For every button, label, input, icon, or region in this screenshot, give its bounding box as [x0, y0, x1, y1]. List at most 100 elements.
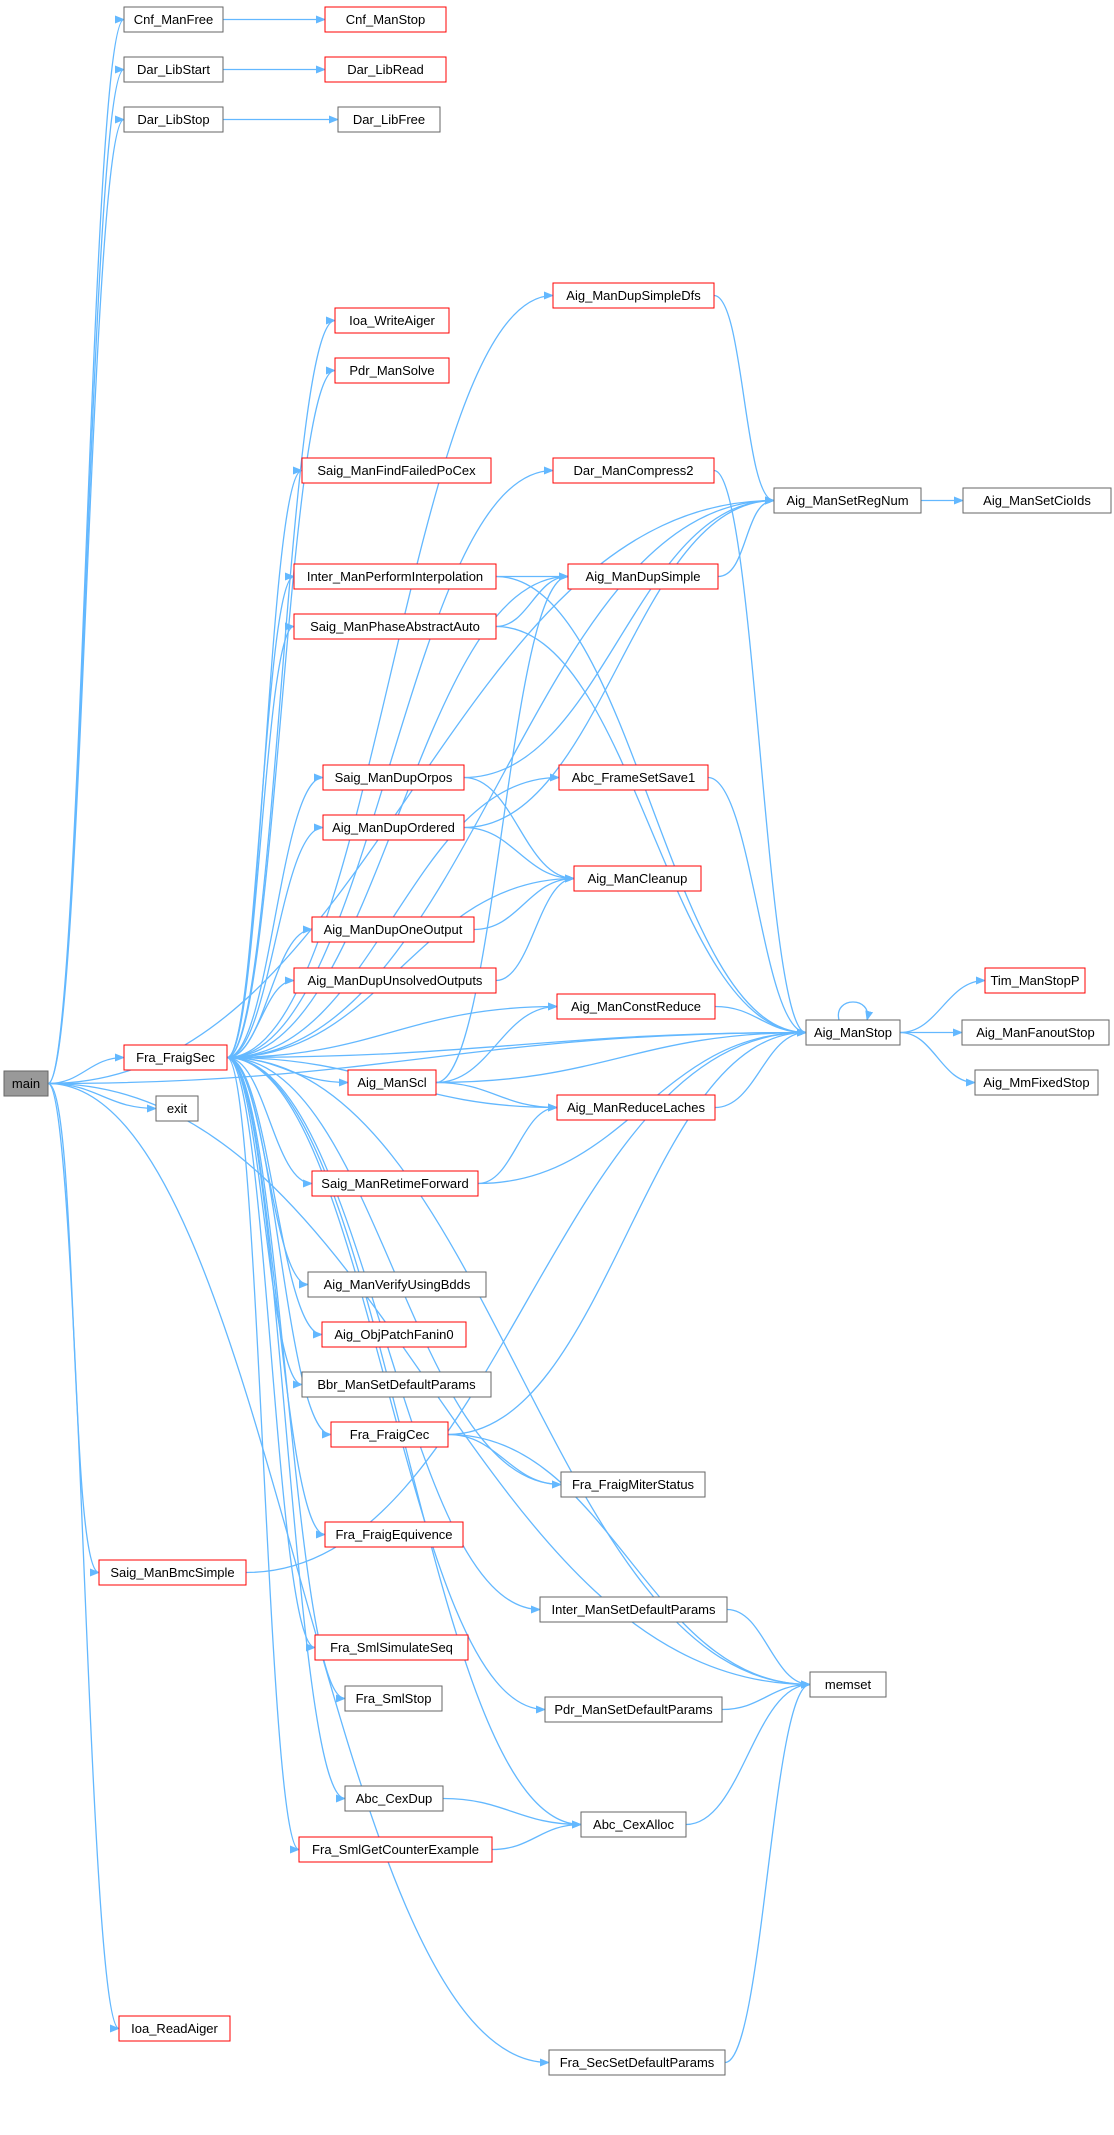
node-fra-smlgetcounterexample[interactable]: Fra_SmlGetCounterExample: [298, 1836, 493, 1863]
node-box: [567, 563, 719, 590]
node-fra-smlstop[interactable]: Fra_SmlStop: [344, 1685, 443, 1712]
node-box: [552, 457, 715, 484]
edge-saig_manphaseabstractauto-to-aig_mandupsimple: [495, 572, 569, 628]
node-saig-manphaseabstractauto[interactable]: Saig_ManPhaseAbstractAuto: [293, 613, 497, 640]
node-dar-libread[interactable]: Dar_LibRead: [324, 56, 447, 83]
node-label: Saig_ManFindFailedPoCex: [317, 463, 476, 478]
node-box: [155, 1095, 199, 1122]
edge-fra_fraigsec-to-dar_mancompress2: [226, 466, 554, 1059]
edge-aig_manstop-to-aig_mmfixedstop: [899, 1031, 976, 1087]
node-cnf-manfree[interactable]: Cnf_ManFree: [123, 6, 224, 33]
node-label: Aig_ManDupSimple: [586, 569, 701, 584]
edge-fra_smlgetcounterexample-to-abc_cexalloc: [491, 1820, 582, 1851]
node-aig-mansetcioids[interactable]: Aig_ManSetCioIds: [962, 487, 1112, 514]
node-memset[interactable]: memset: [809, 1671, 887, 1698]
node-box: [3, 1070, 49, 1097]
node-saig-manbmcsimple[interactable]: Saig_ManBmcSimple: [98, 1559, 247, 1586]
node-box: [321, 1321, 467, 1348]
node-fra-fraigequivence[interactable]: Fra_FraigEquivence: [324, 1521, 464, 1548]
node-box: [293, 563, 497, 590]
node-aig-mandupsimpledfs[interactable]: Aig_ManDupSimpleDfs: [552, 282, 715, 309]
node-box: [558, 764, 709, 791]
node-saig-manduporpos[interactable]: Saig_ManDupOrpos: [322, 764, 465, 791]
node-aig-mmfixedstop[interactable]: Aig_MmFixedStop: [974, 1069, 1099, 1096]
node-box: [324, 6, 447, 33]
node-aig-manfanoutstop[interactable]: Aig_ManFanoutStop: [961, 1019, 1110, 1046]
node-dar-mancompress2[interactable]: Dar_ManCompress2: [552, 457, 715, 484]
node-box: [123, 6, 224, 33]
node-label: Aig_ManVerifyUsingBdds: [324, 1277, 471, 1292]
edge-abc_cexalloc-to-memset: [685, 1680, 811, 1826]
node-box: [311, 916, 475, 943]
node-label: Inter_ManPerformInterpolation: [307, 569, 483, 584]
node-dar-libstop[interactable]: Dar_LibStop: [123, 106, 224, 133]
node-aig-manstop[interactable]: Aig_ManStop: [805, 1019, 901, 1046]
node-cnf-manstop[interactable]: Cnf_ManStop: [324, 6, 447, 33]
node-main[interactable]: main: [3, 1070, 49, 1097]
node-box: [123, 106, 224, 133]
node-tim-manstopp[interactable]: Tim_ManStopP: [984, 967, 1086, 994]
node-abc-framesetsave1[interactable]: Abc_FrameSetSave1: [558, 764, 709, 791]
node-box: [539, 1596, 728, 1623]
node-aig-manverifyusingbdds[interactable]: Aig_ManVerifyUsingBdds: [307, 1271, 487, 1298]
edge-saig_manretimeforward-to-aig_manreducelaches: [477, 1103, 558, 1185]
node-box: [773, 487, 922, 514]
edge-saig_manduporpos-to-aig_mancleanup: [463, 776, 575, 883]
node-label: Dar_ManCompress2: [574, 463, 694, 478]
node-abc-cexalloc[interactable]: Abc_CexAlloc: [580, 1811, 687, 1838]
node-bbr-mansetdefaultparams[interactable]: Bbr_ManSetDefaultParams: [301, 1371, 492, 1398]
node-box: [347, 1069, 437, 1096]
node-aig-manscl[interactable]: Aig_ManScl: [347, 1069, 437, 1096]
edge-fra_fraigsec-to-aig_mandupunsolvedoutputs: [226, 976, 295, 1059]
node-label: Aig_ManSetCioIds: [983, 493, 1091, 508]
node-dar-libstart[interactable]: Dar_LibStart: [123, 56, 224, 83]
node-fra-fraigcec[interactable]: Fra_FraigCec: [330, 1421, 449, 1448]
edge-main-to-cnf_manfree: [47, 15, 125, 1085]
node-dar-libfree[interactable]: Dar_LibFree: [337, 106, 441, 133]
node-aig-manconstreduce[interactable]: Aig_ManConstReduce: [556, 993, 716, 1020]
edge-aig_mandupsimpledfs-to-aig_mansetregnum: [713, 294, 775, 505]
node-ioa-writeaiger[interactable]: Ioa_WriteAiger: [334, 307, 450, 334]
edge-fra_fraigsec-to-aig_mansetregnum: [226, 496, 775, 1059]
node-abc-cexdup[interactable]: Abc_CexDup: [344, 1785, 444, 1812]
node-aig-mancleanup[interactable]: Aig_ManCleanup: [573, 865, 702, 892]
node-pdr-mansetdefaultparams[interactable]: Pdr_ManSetDefaultParams: [544, 1696, 723, 1723]
node-label: Aig_ManDupOrdered: [332, 820, 455, 835]
node-aig-mandupsimple[interactable]: Aig_ManDupSimple: [567, 563, 719, 590]
node-box: [322, 764, 465, 791]
node-saig-manfindfailedpocex[interactable]: Saig_ManFindFailedPoCex: [301, 457, 492, 484]
node-label: Dar_LibFree: [353, 112, 425, 127]
node-fra-smlsimulateseq[interactable]: Fra_SmlSimulateSeq: [314, 1634, 469, 1661]
node-aig-manduporderd[interactable]: Aig_ManDupOrdered: [322, 814, 465, 841]
node-aig-manreducelaches[interactable]: Aig_ManReduceLaches: [556, 1094, 716, 1121]
node-saig-manretimeforward[interactable]: Saig_ManRetimeForward: [311, 1170, 479, 1197]
node-box: [293, 967, 497, 994]
node-aig-mansetregnum[interactable]: Aig_ManSetRegNum: [773, 487, 922, 514]
node-aig-mandupunsolvedoutputs[interactable]: Aig_ManDupUnsolvedOutputs: [293, 967, 497, 994]
node-fra-fraigmiterstatus[interactable]: Fra_FraigMiterStatus: [560, 1471, 706, 1498]
node-box: [560, 1471, 706, 1498]
node-inter-mansetdefaultparams[interactable]: Inter_ManSetDefaultParams: [539, 1596, 728, 1623]
node-fra-fraigsec[interactable]: Fra_FraigSec: [123, 1044, 228, 1071]
edge-aig_manscl-to-aig_mandupsimple: [435, 572, 569, 1084]
edge-fra_fraigcec-to-memset: [447, 1433, 811, 1689]
edge-fra_fraigsec-to-saig_manduporpos: [226, 773, 324, 1059]
node-fra-secsetdefaultparams[interactable]: Fra_SecSetDefaultParams: [548, 2049, 726, 2076]
node-label: Dar_LibRead: [347, 62, 424, 77]
edge-aig_manreducelaches-to-aig_manstop: [714, 1028, 807, 1109]
node-pdr-mansolve[interactable]: Pdr_ManSolve: [334, 357, 450, 384]
node-ioa-readaiger[interactable]: Ioa_ReadAiger: [118, 2015, 231, 2042]
node-label: Bbr_ManSetDefaultParams: [317, 1377, 476, 1392]
node-aig-objpatchfanin0[interactable]: Aig_ObjPatchFanin0: [321, 1321, 467, 1348]
node-aig-manduponeoutput[interactable]: Aig_ManDupOneOutput: [311, 916, 475, 943]
node-exit[interactable]: exit: [155, 1095, 199, 1122]
edge-aig_manscl-to-aig_manreducelaches: [435, 1081, 558, 1112]
node-label: Aig_ManConstReduce: [571, 999, 701, 1014]
node-box: [324, 56, 447, 83]
node-label: Dar_LibStart: [137, 62, 210, 77]
node-label: Abc_FrameSetSave1: [572, 770, 696, 785]
node-label: Abc_CexDup: [356, 1791, 433, 1806]
edge-abc_framesetsave1-to-aig_manstop: [707, 776, 807, 1037]
node-inter-manperforminterpolation[interactable]: Inter_ManPerformInterpolation: [293, 563, 497, 590]
